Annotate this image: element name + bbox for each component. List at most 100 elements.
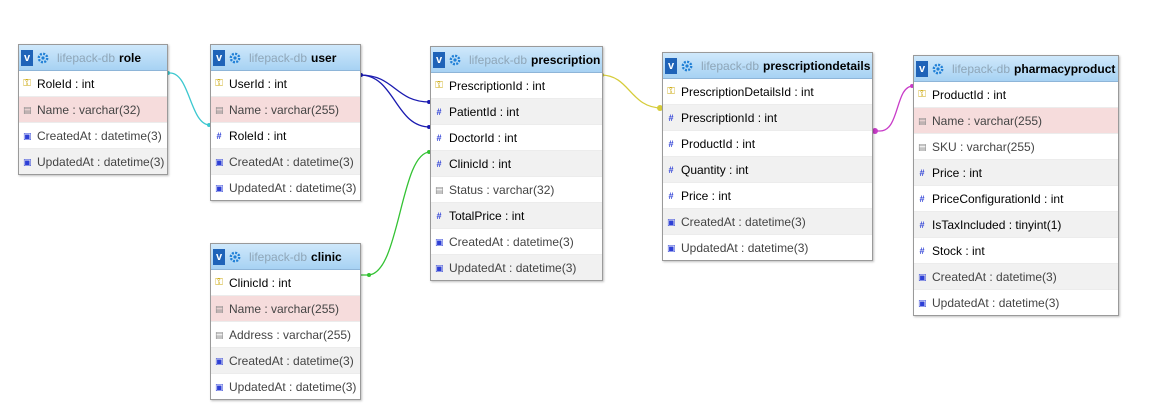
column-row[interactable]: ▣UpdatedAt : datetime(3) [663,235,872,260]
column-row[interactable]: ▣UpdatedAt : datetime(3) [914,290,1118,315]
datetime-icon: ▣ [215,381,224,392]
table-user[interactable]: v lifepack-db user ⚿UserId : int▤Name : … [210,44,361,201]
column-row[interactable]: ▣UpdatedAt : datetime(3) [431,255,602,280]
column-row[interactable]: ▤Name : varchar(255) [211,97,360,123]
column-row[interactable]: #PrescriptionId : int [663,105,872,131]
table-header[interactable]: v lifepack-db role [19,45,167,71]
column-row[interactable]: ⚿PrescriptionDetailsId : int [663,79,872,105]
number-icon: # [919,167,925,178]
column-label: UpdatedAt : datetime(3) [229,379,357,394]
table-prescription[interactable]: v lifepack-db prescription ⚿ Prescription… [430,46,603,281]
collapse-toggle-icon[interactable]: v [213,248,225,265]
table-header[interactable]: v lifepack-db clinic [211,244,360,270]
column-row[interactable]: ▤Name : varchar(255) [914,108,1118,134]
column-row[interactable]: ▣ CreatedAt : datetime(3) [19,123,167,149]
column-row[interactable]: ▤ Status : varchar(32) [431,177,602,203]
column-row[interactable]: # ClinicId : int [431,151,602,177]
column-row[interactable]: #Price : int [663,183,872,209]
column-label: Quantity : int [681,162,749,177]
number-icon: # [668,164,674,175]
column-row[interactable]: ⚿RoleId : int [19,71,167,97]
gear-icon[interactable] [229,52,241,64]
column-label: UpdatedAt : datetime(3) [37,154,165,169]
column-row[interactable]: #ProductId : int [663,131,872,157]
string-icon: ▤ [215,303,224,314]
column-row[interactable]: #TotalPrice : int [431,203,602,229]
gear-icon[interactable] [229,251,241,263]
column-label: CreatedAt : datetime(3) [37,128,162,143]
column-row[interactable]: ▣ UpdatedAt : datetime(3) [211,374,360,399]
number-icon: # [436,158,442,169]
gear-icon[interactable] [449,54,461,66]
column-row[interactable]: #PatientId : int [431,99,602,125]
column-label: Price : int [932,165,983,180]
column-label: RoleId : int [229,128,287,143]
key-icon: ⚿ [23,77,31,89]
gear-icon[interactable] [681,60,693,72]
column-label: PrescriptionId : int [449,78,546,93]
column-row[interactable]: ⚿ClinicId : int [211,270,360,296]
collapse-toggle-icon[interactable]: v [665,57,677,74]
column-row[interactable]: ▤SKU : varchar(255) [914,134,1118,160]
gear-icon[interactable] [37,52,49,64]
column-row[interactable]: ▤Name : varchar(32) [19,97,167,123]
column-label: PatientId : int [449,104,520,119]
column-label: ClinicId : int [449,156,512,171]
gear-icon[interactable] [932,63,944,75]
datetime-icon: ▣ [23,130,32,141]
column-row[interactable]: ▤Address : varchar(255) [211,322,360,348]
column-row[interactable]: ▣UpdatedAt : datetime(3) [19,149,167,174]
column-label: Status : varchar(32) [449,182,555,197]
table-header[interactable]: v lifepack-db pharmacyproduct [914,56,1118,82]
table-header[interactable]: v lifepack-db prescriptiondetails [663,53,872,79]
collapse-toggle-icon[interactable]: v [916,60,928,77]
collapse-toggle-icon[interactable]: v [213,49,225,66]
column-label: CreatedAt : datetime(3) [932,269,1057,284]
datetime-icon: ▣ [215,182,224,193]
column-row[interactable]: ▣CreatedAt : datetime(3) [663,209,872,235]
string-icon: ▤ [435,184,444,195]
string-icon: ▤ [215,104,224,115]
number-icon: # [919,193,925,204]
table-header[interactable]: v lifepack-db user [211,45,360,71]
column-row[interactable]: #Stock : int [914,238,1118,264]
column-label: UpdatedAt : datetime(3) [932,295,1060,310]
column-row[interactable]: ▣CreatedAt : datetime(3) [431,229,602,255]
collapse-toggle-icon[interactable]: v [433,51,445,68]
relation-line-user-doctor [359,74,431,128]
column-row[interactable]: ▣CreatedAt : datetime(3) [914,264,1118,290]
table-header[interactable]: v lifepack-db prescription [431,47,602,73]
key-icon: ⚿ [435,79,443,91]
database-name: lifepack-db [249,249,308,264]
column-row[interactable]: ▤Name : varchar(255) [211,296,360,322]
table-pharmacyproduct[interactable]: v lifepack-db pharmacyproduct ⚿ProductId… [913,55,1119,316]
column-row[interactable]: ⚿ProductId : int [914,82,1118,108]
column-label: UpdatedAt : datetime(3) [681,240,809,255]
column-row[interactable]: ▣CreatedAt : datetime(3) [211,149,360,175]
column-label: ClinicId : int [229,275,292,290]
column-row[interactable]: #PriceConfigurationId : int [914,186,1118,212]
key-icon: ⚿ [667,85,675,97]
table-role[interactable]: v lifepack-db role ⚿RoleId : int▤Name : … [18,44,168,175]
column-label: CreatedAt : datetime(3) [229,353,354,368]
table-clinic[interactable]: v lifepack-db clinic ⚿ClinicId : int▤Nam… [210,243,361,400]
column-row[interactable]: # RoleId : int [211,123,360,149]
table-prescriptiondetails[interactable]: v lifepack-db prescriptiondetails ⚿Presc… [662,52,873,261]
column-row[interactable]: ⚿ PrescriptionId : int [431,73,602,99]
collapse-toggle-icon[interactable]: v [21,49,33,66]
relation-line-user-patient [359,74,431,103]
column-row[interactable]: ⚿UserId : int [211,71,360,97]
database-name: lifepack-db [249,50,308,65]
column-row[interactable]: ▣CreatedAt : datetime(3) [211,348,360,374]
column-row[interactable]: # Quantity : int [663,157,872,183]
column-row[interactable]: ▣UpdatedAt : datetime(3) [211,175,360,200]
column-label: Name : varchar(255) [932,113,1043,128]
string-icon: ▤ [23,104,32,115]
column-label: IsTaxIncluded : tinyint(1) [932,217,1062,232]
column-row[interactable]: #DoctorId : int [431,125,602,151]
key-icon: ⚿ [918,88,926,100]
column-row[interactable]: # Price : int [914,160,1118,186]
number-icon: # [668,112,674,123]
number-icon: # [216,130,222,141]
column-row[interactable]: #IsTaxIncluded : tinyint(1) [914,212,1118,238]
